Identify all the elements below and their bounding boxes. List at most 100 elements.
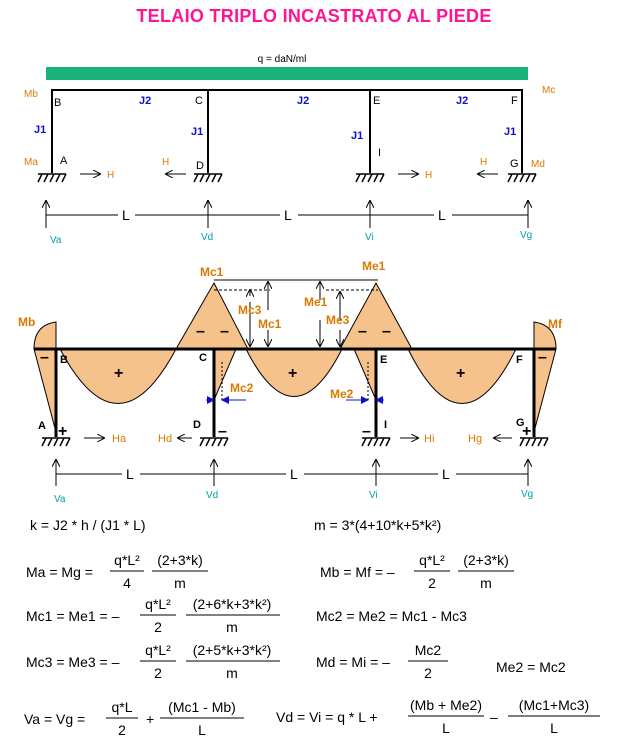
formula-va-plus: + xyxy=(146,711,154,727)
mc3-label: Mc3 xyxy=(238,303,262,317)
reaction-vi-bottom: Vi xyxy=(369,490,378,501)
frame-structure xyxy=(51,89,523,173)
node-f: F xyxy=(511,95,518,107)
node-i: I xyxy=(378,147,381,159)
svg-text:–: – xyxy=(40,349,49,366)
formula-mc1-lhs: Mc1 = Me1 = – xyxy=(26,608,120,624)
node-b-bottom: B xyxy=(60,354,68,366)
span-l-2: L xyxy=(284,207,292,223)
distributed-load-bar xyxy=(46,67,528,80)
formula-va-num1: q*L xyxy=(111,699,132,715)
mc2-label: Mc2 xyxy=(230,381,254,395)
formula-mc1-den2: m xyxy=(226,619,238,635)
svg-text:–: – xyxy=(196,323,205,340)
formula-mc3-den2: m xyxy=(226,665,238,681)
formula-m: m = 3*(4+10*k+5*k²) xyxy=(314,517,441,533)
mc1-dim-label: Mc1 xyxy=(258,317,282,331)
node-g: G xyxy=(510,158,519,170)
formula-mb-den2: m xyxy=(480,575,492,591)
svg-text:–: – xyxy=(362,423,371,440)
formula-mc2: Mc2 = Me2 = Mc1 - Mc3 xyxy=(316,608,467,624)
formula-md-num: Mc2 xyxy=(415,642,442,658)
formula-mc1-num1: q*L² xyxy=(145,596,171,612)
formula-mc3-den1: 2 xyxy=(154,665,162,681)
node-c: C xyxy=(195,95,203,107)
beam-inertia-2: J2 xyxy=(297,95,309,107)
svg-text:–: – xyxy=(382,323,391,340)
node-e: E xyxy=(373,95,380,107)
hg-label: Hg xyxy=(468,433,482,445)
svg-text:–: – xyxy=(538,349,547,366)
formula-ma-lhs: Ma = Mg = xyxy=(26,564,93,580)
formula-va-den1: 2 xyxy=(118,722,126,738)
mb-label: Mb xyxy=(18,315,35,329)
me3-label: Me3 xyxy=(326,313,350,327)
moment-mb-label: Mb xyxy=(24,89,38,100)
node-g-bottom: G xyxy=(516,417,525,429)
moment-fills xyxy=(33,281,557,433)
formula-mc1-den1: 2 xyxy=(154,619,162,635)
me1-top-label: Me1 xyxy=(362,259,386,273)
formula-ma-den2: m xyxy=(174,575,186,591)
hd-label: Hd xyxy=(158,433,172,445)
h-label-1: H xyxy=(107,170,114,181)
node-e-bottom: E xyxy=(380,354,387,366)
page-title: TELAIO TRIPLO INCASTRATO AL PIEDE xyxy=(136,6,492,26)
formula-k: k = J2 * h / (J1 * L) xyxy=(30,517,146,533)
reaction-vd-bottom: Vd xyxy=(206,490,218,501)
node-b: B xyxy=(54,97,61,109)
formula-mb-lhs: Mb = Mf = – xyxy=(320,564,395,580)
span-l-3: L xyxy=(438,207,446,223)
svg-text:–: – xyxy=(358,323,367,340)
column-inertia-1: J1 xyxy=(34,124,46,136)
supports-top xyxy=(37,173,537,183)
ha-label: Ha xyxy=(112,433,127,445)
sign-marks: + + + – – – – – – + – – + xyxy=(40,323,547,440)
span-dimension-top xyxy=(46,201,528,228)
node-f-bottom: F xyxy=(516,354,523,366)
h-label-3: H xyxy=(425,170,432,181)
formula-mb-num1: q*L² xyxy=(419,552,445,568)
formula-me2: Me2 = Mc2 xyxy=(496,659,566,675)
reaction-vg: Vg xyxy=(520,230,532,241)
node-d-bottom: D xyxy=(193,419,201,431)
beam-inertia-1: J2 xyxy=(139,95,151,107)
moment-mc-label: Mc xyxy=(542,85,555,96)
column-inertia-2: J1 xyxy=(191,126,203,138)
formula-va-num2: (Mc1 - Mb) xyxy=(168,699,236,715)
moment-ma-label: Ma xyxy=(24,157,38,168)
mc1-top-label: Mc1 xyxy=(200,265,224,279)
svg-text:+: + xyxy=(456,365,465,382)
formula-mb-den1: 2 xyxy=(428,575,436,591)
svg-text:–: – xyxy=(220,323,229,340)
me2-label: Me2 xyxy=(330,387,354,401)
svg-text:–: – xyxy=(218,423,227,440)
column-inertia-3: J1 xyxy=(351,130,363,142)
formula-mc3-num2: (2+5*k+3*k²) xyxy=(193,642,272,658)
h-label-2: H xyxy=(162,157,169,168)
supports-bottom xyxy=(41,437,549,447)
span-l-bottom-2: L xyxy=(290,466,298,482)
deformed-frame xyxy=(34,347,556,437)
formulas: k = J2 * h / (J1 * L) m = 3*(4+10*k+5*k²… xyxy=(24,517,600,738)
svg-text:+: + xyxy=(58,423,67,440)
formula-vd-minus: – xyxy=(490,709,498,725)
formula-vd-num1: (Mb + Me2) xyxy=(410,697,482,713)
me1-dim-label: Me1 xyxy=(304,295,328,309)
formula-vd-lhs: Vd = Vi = q * L + xyxy=(276,709,378,725)
load-label: q = daN/ml xyxy=(258,54,307,65)
node-i-bottom: I xyxy=(384,419,387,431)
formula-md-lhs: Md = Mi = – xyxy=(316,654,390,670)
formula-mc3-num1: q*L² xyxy=(145,642,171,658)
moment-md-label: Md xyxy=(531,159,545,170)
formula-vd-den2: L xyxy=(550,720,558,736)
formula-ma-num1: q*L² xyxy=(114,552,140,568)
column-inertia-4: J1 xyxy=(504,126,516,138)
formula-md-den: 2 xyxy=(424,665,432,681)
span-l-1: L xyxy=(122,207,130,223)
svg-text:+: + xyxy=(522,423,531,440)
reaction-vg-bottom: Vg xyxy=(521,489,533,500)
formula-ma-num2: (2+3*k) xyxy=(157,552,203,568)
reaction-vi: Vi xyxy=(365,232,374,243)
